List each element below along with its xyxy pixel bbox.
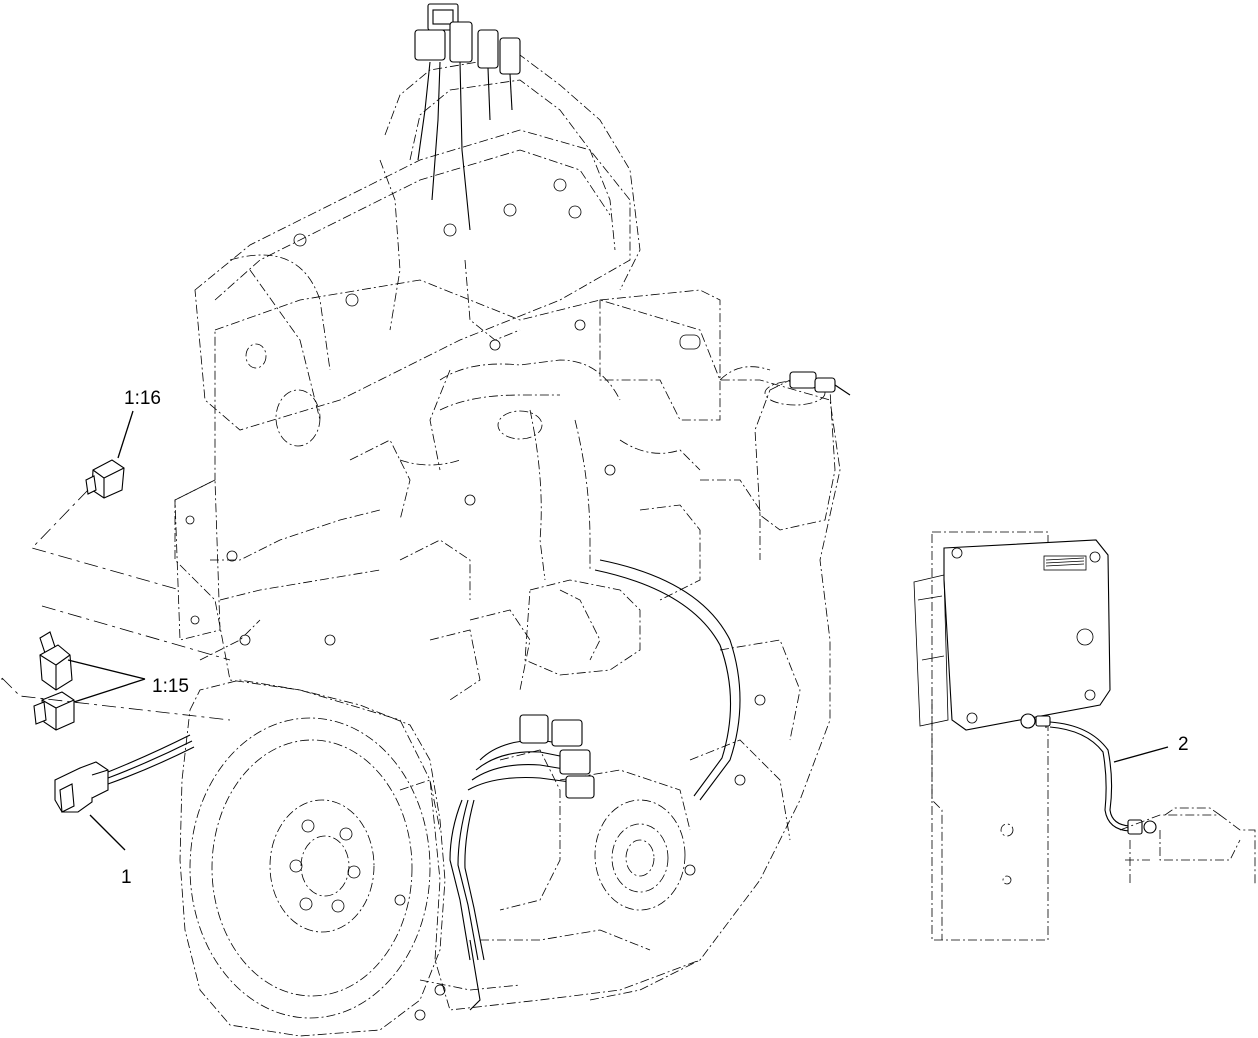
connector-1-16 xyxy=(85,459,125,499)
callout-1: 1 xyxy=(121,867,132,888)
ground-strap-2 xyxy=(1049,721,1157,835)
valve-cover xyxy=(194,129,631,447)
flywheel xyxy=(189,717,431,1019)
harness-connector-1 xyxy=(54,734,195,813)
ecu-connector-pins xyxy=(1045,557,1085,567)
leader-lines xyxy=(67,410,1169,851)
air-pipes xyxy=(199,359,621,661)
intake-manifold xyxy=(379,54,641,341)
engine-assembly xyxy=(174,3,851,1037)
engine-harness xyxy=(449,559,741,1011)
connector-1-15-upper xyxy=(39,631,73,691)
manifold-blocks xyxy=(349,439,761,701)
callout-2: 2 xyxy=(1178,734,1189,755)
callout-1-15: 1:15 xyxy=(152,676,189,697)
ground-bracket xyxy=(1119,807,1256,885)
fasteners xyxy=(226,319,766,1021)
connector-1-15-lower xyxy=(33,691,75,731)
ecu-assembly xyxy=(913,531,1111,941)
fuel-filter xyxy=(719,366,851,531)
pulley-assembly xyxy=(399,639,801,1001)
reference-lines xyxy=(1,489,231,721)
top-connector-cluster xyxy=(414,3,521,231)
callout-1-16: 1:16 xyxy=(124,388,161,409)
